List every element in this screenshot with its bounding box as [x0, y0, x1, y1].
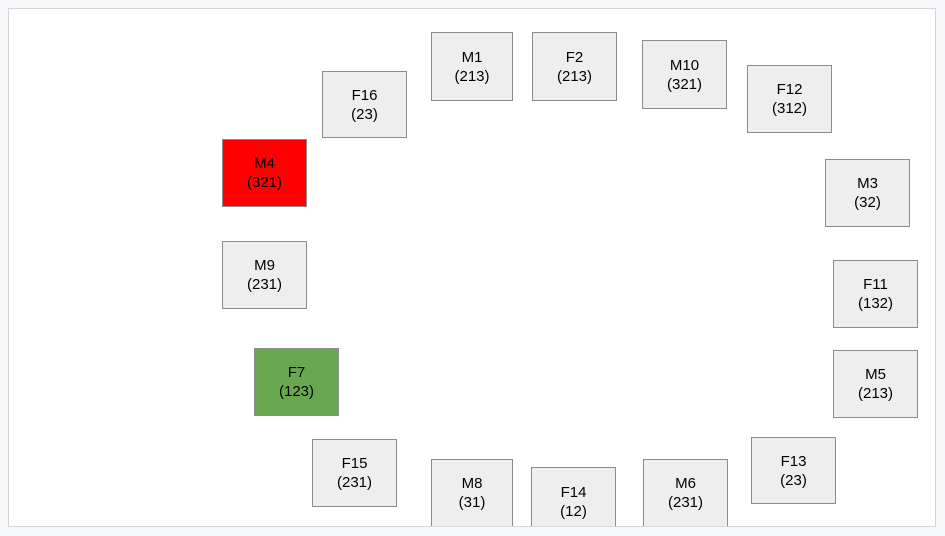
node-m6[interactable]: M6 (231): [643, 459, 728, 526]
node-value: (213): [857, 385, 894, 402]
node-value: (213): [556, 67, 593, 85]
node-value: (312): [771, 100, 808, 117]
node-f2[interactable]: F2(213): [532, 32, 617, 101]
node-f7[interactable]: F7 (123): [254, 348, 339, 416]
node-label: F2: [565, 48, 584, 66]
node-f16[interactable]: F16(23): [322, 71, 407, 138]
node-label: M6: [675, 475, 696, 492]
node-label: M8: [461, 475, 483, 492]
node-label: F14: [560, 483, 587, 501]
node-value: (321): [666, 75, 703, 93]
node-f11[interactable]: F11 (132): [833, 260, 918, 328]
node-value: (32): [854, 194, 881, 211]
node-label: F11: [863, 276, 888, 293]
node-value: (132): [857, 295, 894, 312]
node-value: (321): [246, 174, 283, 191]
node-label: M1: [461, 48, 483, 66]
node-f13[interactable]: F13(23): [751, 437, 836, 504]
node-value: (213): [454, 67, 490, 85]
node-m9[interactable]: M9 (231): [222, 241, 307, 309]
node-value: (231): [336, 474, 373, 491]
node-label: M3: [857, 175, 878, 192]
node-label: M4: [254, 155, 275, 172]
node-value: (12): [560, 502, 587, 520]
node-label: M5: [865, 366, 886, 383]
node-m4[interactable]: M4 (321): [222, 139, 307, 207]
node-m10[interactable]: M10(321): [642, 40, 727, 109]
node-value: (31): [458, 494, 486, 511]
node-f15[interactable]: F15 (231): [312, 439, 397, 507]
node-canvas[interactable]: F16(23)M1(213)F2(213)M10(321)F12(312)M3(…: [8, 8, 936, 527]
node-value: (231): [246, 276, 283, 293]
node-label: F12: [776, 81, 803, 98]
node-label: F7: [287, 364, 306, 381]
node-label: F16: [351, 86, 378, 104]
node-label: M9: [254, 257, 275, 274]
node-label: F13: [780, 452, 807, 470]
node-label: M10: [669, 56, 700, 74]
node-label: F15: [341, 455, 368, 472]
node-m5[interactable]: M5 (213): [833, 350, 918, 418]
node-value: (123): [278, 383, 315, 400]
node-m1[interactable]: M1(213): [431, 32, 513, 101]
node-f12[interactable]: F12 (312): [747, 65, 832, 133]
node-m8[interactable]: M8 (31): [431, 459, 513, 526]
node-m3[interactable]: M3 (32): [825, 159, 910, 227]
node-f14[interactable]: F14(12): [531, 467, 616, 526]
node-value: (23): [351, 105, 378, 123]
node-value: (231): [667, 494, 704, 511]
node-value: (23): [780, 471, 807, 489]
